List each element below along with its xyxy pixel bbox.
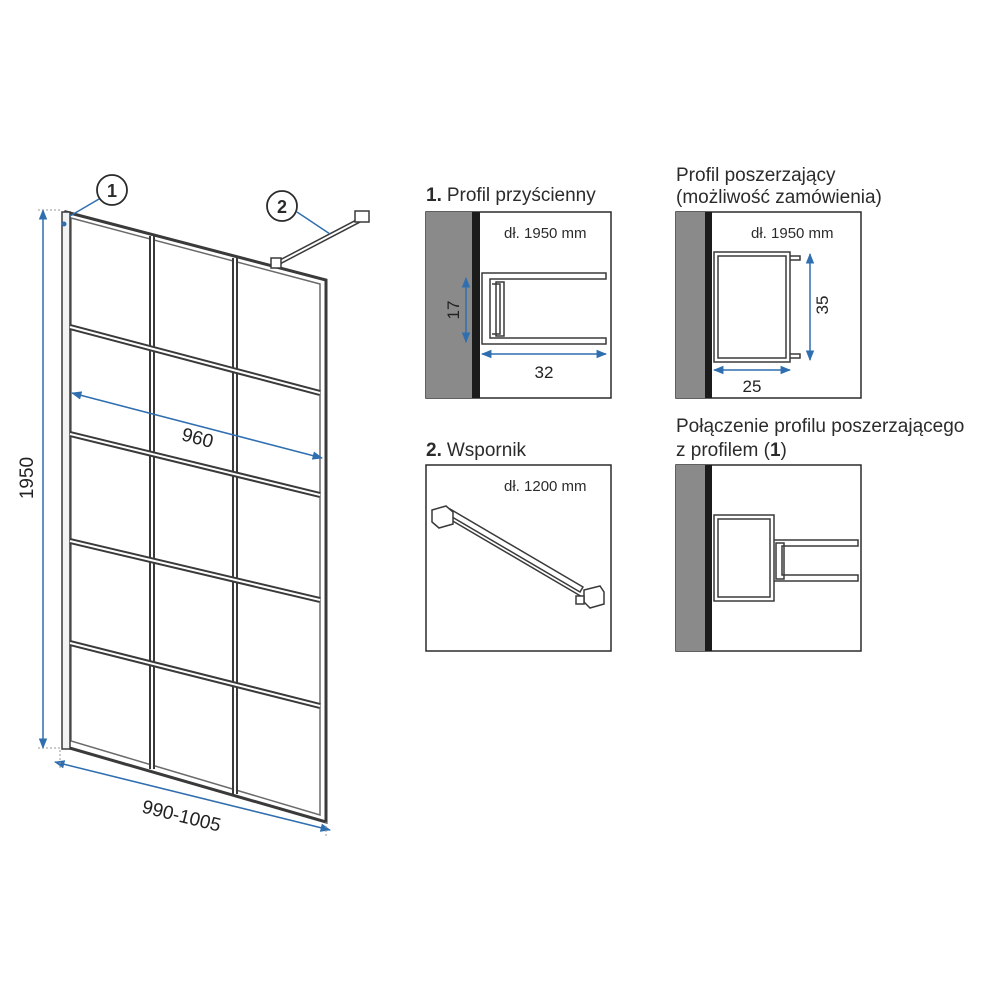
bracket-illustration (431, 505, 605, 609)
extension-profile-section (713, 251, 801, 363)
title-number: 2. (426, 440, 442, 461)
poszerzajacy-title-line1: Profil poszerzający (676, 165, 836, 186)
wall-profile (61, 211, 71, 750)
profil-przyscienny-title: 1.Profil przyścienny (426, 185, 596, 206)
panel-profil-przyscienny: 1.Profil przyścienny dł. 1950 mm 17 32 (425, 185, 612, 399)
length-label: dł. 1200 mm (504, 478, 587, 495)
polaczenie-title-line2: z profilem (1) (676, 440, 787, 461)
dimension-glass-width: 960 (70, 391, 324, 460)
shower-panel (61, 210, 370, 824)
dimension-total-width: 990-1005 (53, 750, 332, 837)
dim-horizontal-label: 25 (743, 377, 762, 396)
panel-frame (64, 210, 328, 824)
dimension-height: 1950 (17, 208, 62, 750)
panel-polaczenie: Połączenie profilu poszerzającego z prof… (675, 416, 964, 652)
panel-wspornik: 2.Wspornik dł. 1200 mm (425, 440, 612, 652)
wall (676, 212, 705, 398)
callout-2: 2 (266, 190, 331, 235)
dim-vertical-label: 17 (444, 301, 463, 320)
panel-frame-inner (70, 217, 321, 817)
callout-1: 1 (69, 174, 128, 217)
wspornik-title: 2.Wspornik (426, 440, 527, 461)
title-text: Wspornik (447, 440, 527, 461)
length-label: dł. 1950 mm (504, 225, 587, 242)
grid-horizontal-bars (69, 324, 321, 709)
title-line2-bold: 1 (770, 440, 781, 461)
bracket (270, 210, 370, 269)
connection-section (713, 514, 859, 602)
title-line2-prefix: z profilem ( (676, 440, 771, 461)
wall-profile-section (481, 272, 607, 345)
total-width-label: 990-1005 (140, 797, 223, 837)
poszerzajacy-title-line2: (możliwość zamówienia) (676, 187, 882, 208)
height-dimension-label: 1950 (17, 457, 38, 499)
callout-1-label: 1 (107, 181, 117, 201)
panel-profil-poszerzajacy: Profil poszerzający (możliwość zamówieni… (675, 165, 882, 399)
dim-horizontal-label: 32 (535, 363, 554, 382)
dim-vertical-label: 35 (813, 296, 832, 315)
callout-2-label: 2 (277, 197, 287, 217)
title-text: Profil przyścienny (447, 185, 596, 206)
length-label: dł. 1950 mm (751, 225, 834, 242)
title-number: 1. (426, 185, 442, 206)
wall (676, 465, 705, 651)
title-line2-suffix: ) (781, 440, 787, 461)
polaczenie-title-line1: Połączenie profilu poszerzającego (676, 416, 964, 437)
